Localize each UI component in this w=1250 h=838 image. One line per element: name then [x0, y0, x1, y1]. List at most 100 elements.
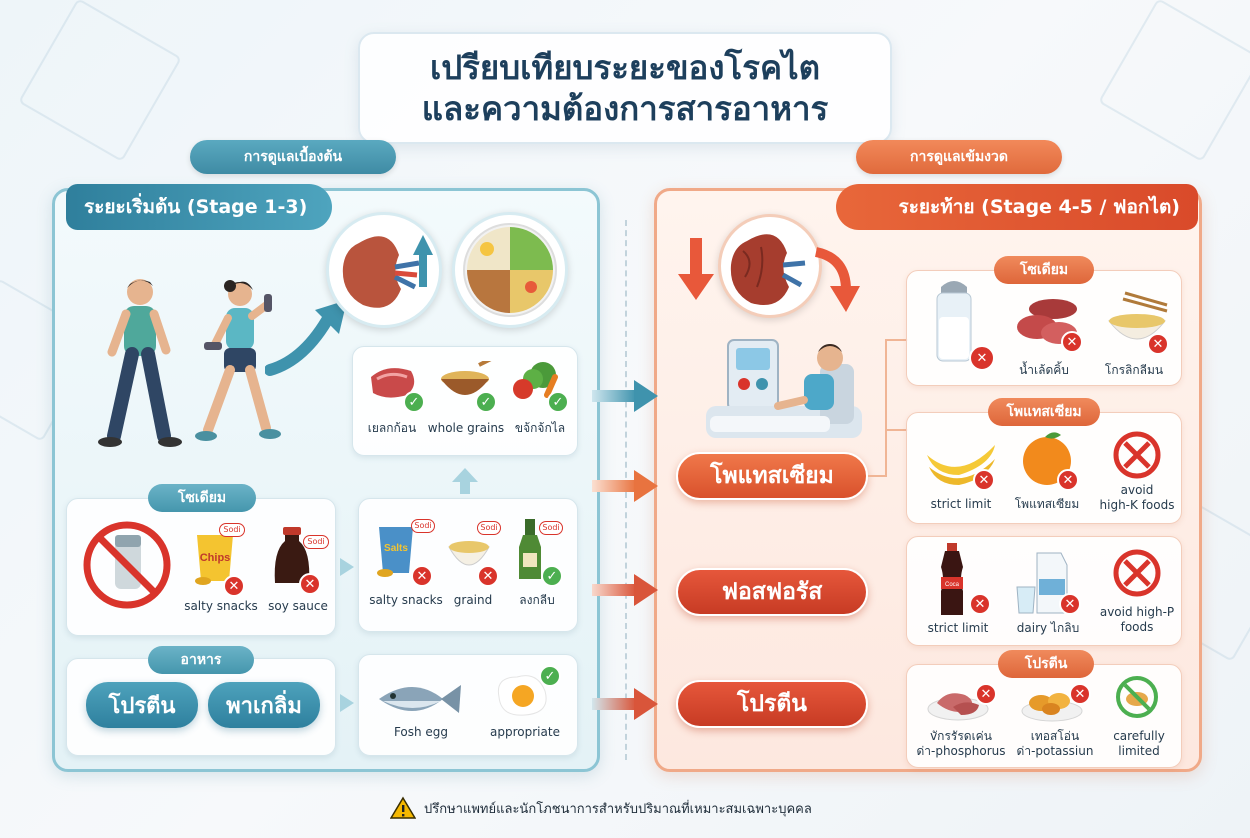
- sausage-icon: [1017, 299, 1077, 344]
- limited-food-icon: [1116, 676, 1158, 718]
- late-potassium-label: โพแทสเซียม: [1014, 497, 1080, 511]
- late-phosphorus-label: dairy ไกลิบ: [1016, 621, 1080, 635]
- flow-arrow-icon: [592, 380, 658, 412]
- sodium-food-label: salty snacks: [184, 599, 258, 613]
- protein-item-label: appropriate: [490, 725, 560, 739]
- chips-icon: Chips: [195, 535, 233, 585]
- cross-badge: ✕: [973, 469, 995, 491]
- small-right-arrow-icon: [340, 558, 354, 576]
- dialysis-patient-icon: [706, 339, 862, 438]
- protein-pill: โปรตีน: [676, 680, 868, 728]
- cross-badge: ✕: [1059, 593, 1081, 615]
- check-badge: ✓: [539, 665, 561, 687]
- sodium-tag: Sodi: [411, 519, 435, 533]
- sodium-tag: Sodi: [303, 535, 329, 549]
- healthy-kidney-circle: [326, 212, 442, 328]
- protein-pill: โปรตีน: [86, 682, 198, 728]
- chip-bag-text: Salts: [384, 543, 408, 554]
- chip-bag-text: Chips: [200, 552, 231, 564]
- banana-icon: [927, 445, 995, 485]
- late-sodium-label: โกรลิกลีมน: [1104, 363, 1164, 377]
- late-protein-pill: โปรตีน: [998, 650, 1094, 678]
- cross-badge: ✕: [411, 565, 433, 587]
- good-food-label: whole grains: [427, 421, 505, 435]
- cross-badge: ✕: [1057, 469, 1079, 491]
- late-stage-tab: ระยะท้าย (Stage 4-5 / ฟอกไต): [836, 184, 1198, 230]
- cross-badge: ✕: [1061, 331, 1083, 353]
- meat-plate-icon: [927, 693, 989, 721]
- footer-note: ปรึกษาแพทย์และนักโภชนาการสำหรับปริมาณที่…: [390, 794, 870, 822]
- food-plate-icon: [463, 223, 557, 317]
- late-protein-label: เทอสโอ่น ด่า-potassiun: [1016, 729, 1094, 758]
- late-potassium-label: avoid high-K foods: [1099, 483, 1175, 512]
- title-line-1: เปรียบเทียบระยะของโรคไต: [429, 47, 821, 87]
- footer-text: ปรึกษาแพทย์และนักโภชนาการสำหรับปริมาณที่…: [424, 801, 812, 817]
- late-sodium-card: ✕ ✕ ✕ น้ำเล้ดคิ้บ โกรลิกลีมน: [906, 270, 1182, 386]
- phosphorus-pill: ฟอสฟอรัส: [676, 568, 868, 616]
- no-salt-icon: [83, 521, 171, 609]
- protein-items-card: ✓ Fosh egg appropriate: [358, 654, 578, 756]
- cross-badge: ✕: [969, 593, 991, 615]
- protein-item-label: Fosh egg: [393, 725, 449, 739]
- late-protein-label: vักรรัรดเค่น ด่า-phosphorus: [916, 729, 1006, 758]
- sodium-items-card: Salts Sodi ✕ Sodi ✕ Sodi ✓ salty snacks …: [358, 498, 578, 632]
- cross-badge: ✕: [299, 573, 321, 595]
- late-protein-card: ✕ ✕ vักรรัรดเค่น ด่า-phosphorus เทอสโอ่น…: [906, 664, 1182, 768]
- recommended-foods-card: ✓ ✓ ✓ เยลกก้อน whole grains ขจ้กจ้กไล: [352, 346, 578, 456]
- left-header-pill: การดูแลเบื้องต้น: [190, 140, 396, 174]
- fish-icon: [379, 685, 461, 713]
- late-phosphorus-label: avoid high-P foods: [1099, 605, 1175, 634]
- sodium-pill: พาเกลิ่ม: [208, 682, 320, 728]
- sodium-item-label: graind: [453, 593, 493, 607]
- sodium-tag: Sodi: [219, 523, 245, 537]
- warning-icon: [390, 796, 416, 819]
- late-phosphorus-card: Coca ✕ ✕ strict limit dairy ไกลิบ avoid …: [906, 536, 1182, 646]
- cross-badge: ✕: [1147, 333, 1169, 355]
- late-potassium-pill: โพแทสเซียม: [988, 398, 1100, 426]
- flow-arrow-icon: [592, 688, 658, 720]
- late-potassium-card: ✕ ✕ strict limit โพแทสเซียม avoid high-K…: [906, 412, 1182, 524]
- sodium-section-pill: โซเดียม: [148, 484, 256, 512]
- cola-bottle-icon: Coca: [941, 543, 963, 615]
- oil-bottle-icon: [519, 519, 541, 579]
- small-up-arrow-icon: [452, 468, 478, 494]
- fried-egg-icon: [497, 675, 547, 716]
- late-potassium-label: strict limit: [930, 497, 992, 511]
- kidney-icon: [342, 235, 433, 308]
- cross-badge: ✕: [975, 683, 997, 705]
- people-exercising-icon: [98, 279, 281, 447]
- curved-down-arrow-icon: [814, 247, 860, 312]
- early-stage-tab: ระยะเริ่มต้น (Stage 1-3): [66, 184, 332, 230]
- sodium-restriction-card: Chips Sodi ✕ Sodi ✕ salty snacks soy sau…: [66, 498, 336, 636]
- sodium-tag: Sodi: [539, 521, 563, 535]
- late-sodium-label: น้ำเล้ดคิ้บ: [1019, 363, 1069, 377]
- check-badge: ✓: [541, 565, 563, 587]
- title-card: เปรียบเทียบระยะของโรคไต และความต้องการสา…: [358, 32, 892, 144]
- healthy-plate-circle: [452, 212, 568, 328]
- sodium-tag: Sodi: [477, 521, 501, 535]
- background-hexagon: [1098, 0, 1250, 162]
- good-food-label: ขจ้กจ้กไล: [514, 421, 566, 435]
- potassium-pill: โพแทสเซียม: [676, 452, 868, 500]
- right-header-pill: การดูแลเข้มงวด: [856, 140, 1062, 174]
- flow-arrow-icon: [592, 574, 658, 606]
- cross-badge: ✕: [477, 565, 499, 587]
- check-badge: ✓: [403, 391, 425, 413]
- soy-sauce-icon: [274, 527, 310, 583]
- sodium-food-label: soy sauce: [268, 599, 328, 613]
- prohibited-icon: [1113, 431, 1161, 479]
- bottle-label-text: Coca: [945, 582, 960, 588]
- down-arrow-icon: [678, 238, 714, 300]
- noodle-bowl-icon: [448, 541, 490, 566]
- salt-shaker-icon: [936, 281, 972, 362]
- cross-badge: ✕: [223, 575, 245, 597]
- late-phosphorus-label: strict limit: [927, 621, 989, 635]
- cross-badge: ✕: [969, 345, 995, 371]
- connector-lines: [868, 339, 908, 477]
- late-sodium-pill: โซเดียม: [994, 256, 1094, 284]
- title-line-2: และความต้องการสารอาหาร: [421, 89, 829, 128]
- sodium-item-label: salty snacks: [369, 593, 443, 607]
- nuts-plate-icon: [1021, 693, 1083, 722]
- vegetables-icon: [513, 362, 558, 399]
- cross-badge: ✕: [1069, 683, 1091, 705]
